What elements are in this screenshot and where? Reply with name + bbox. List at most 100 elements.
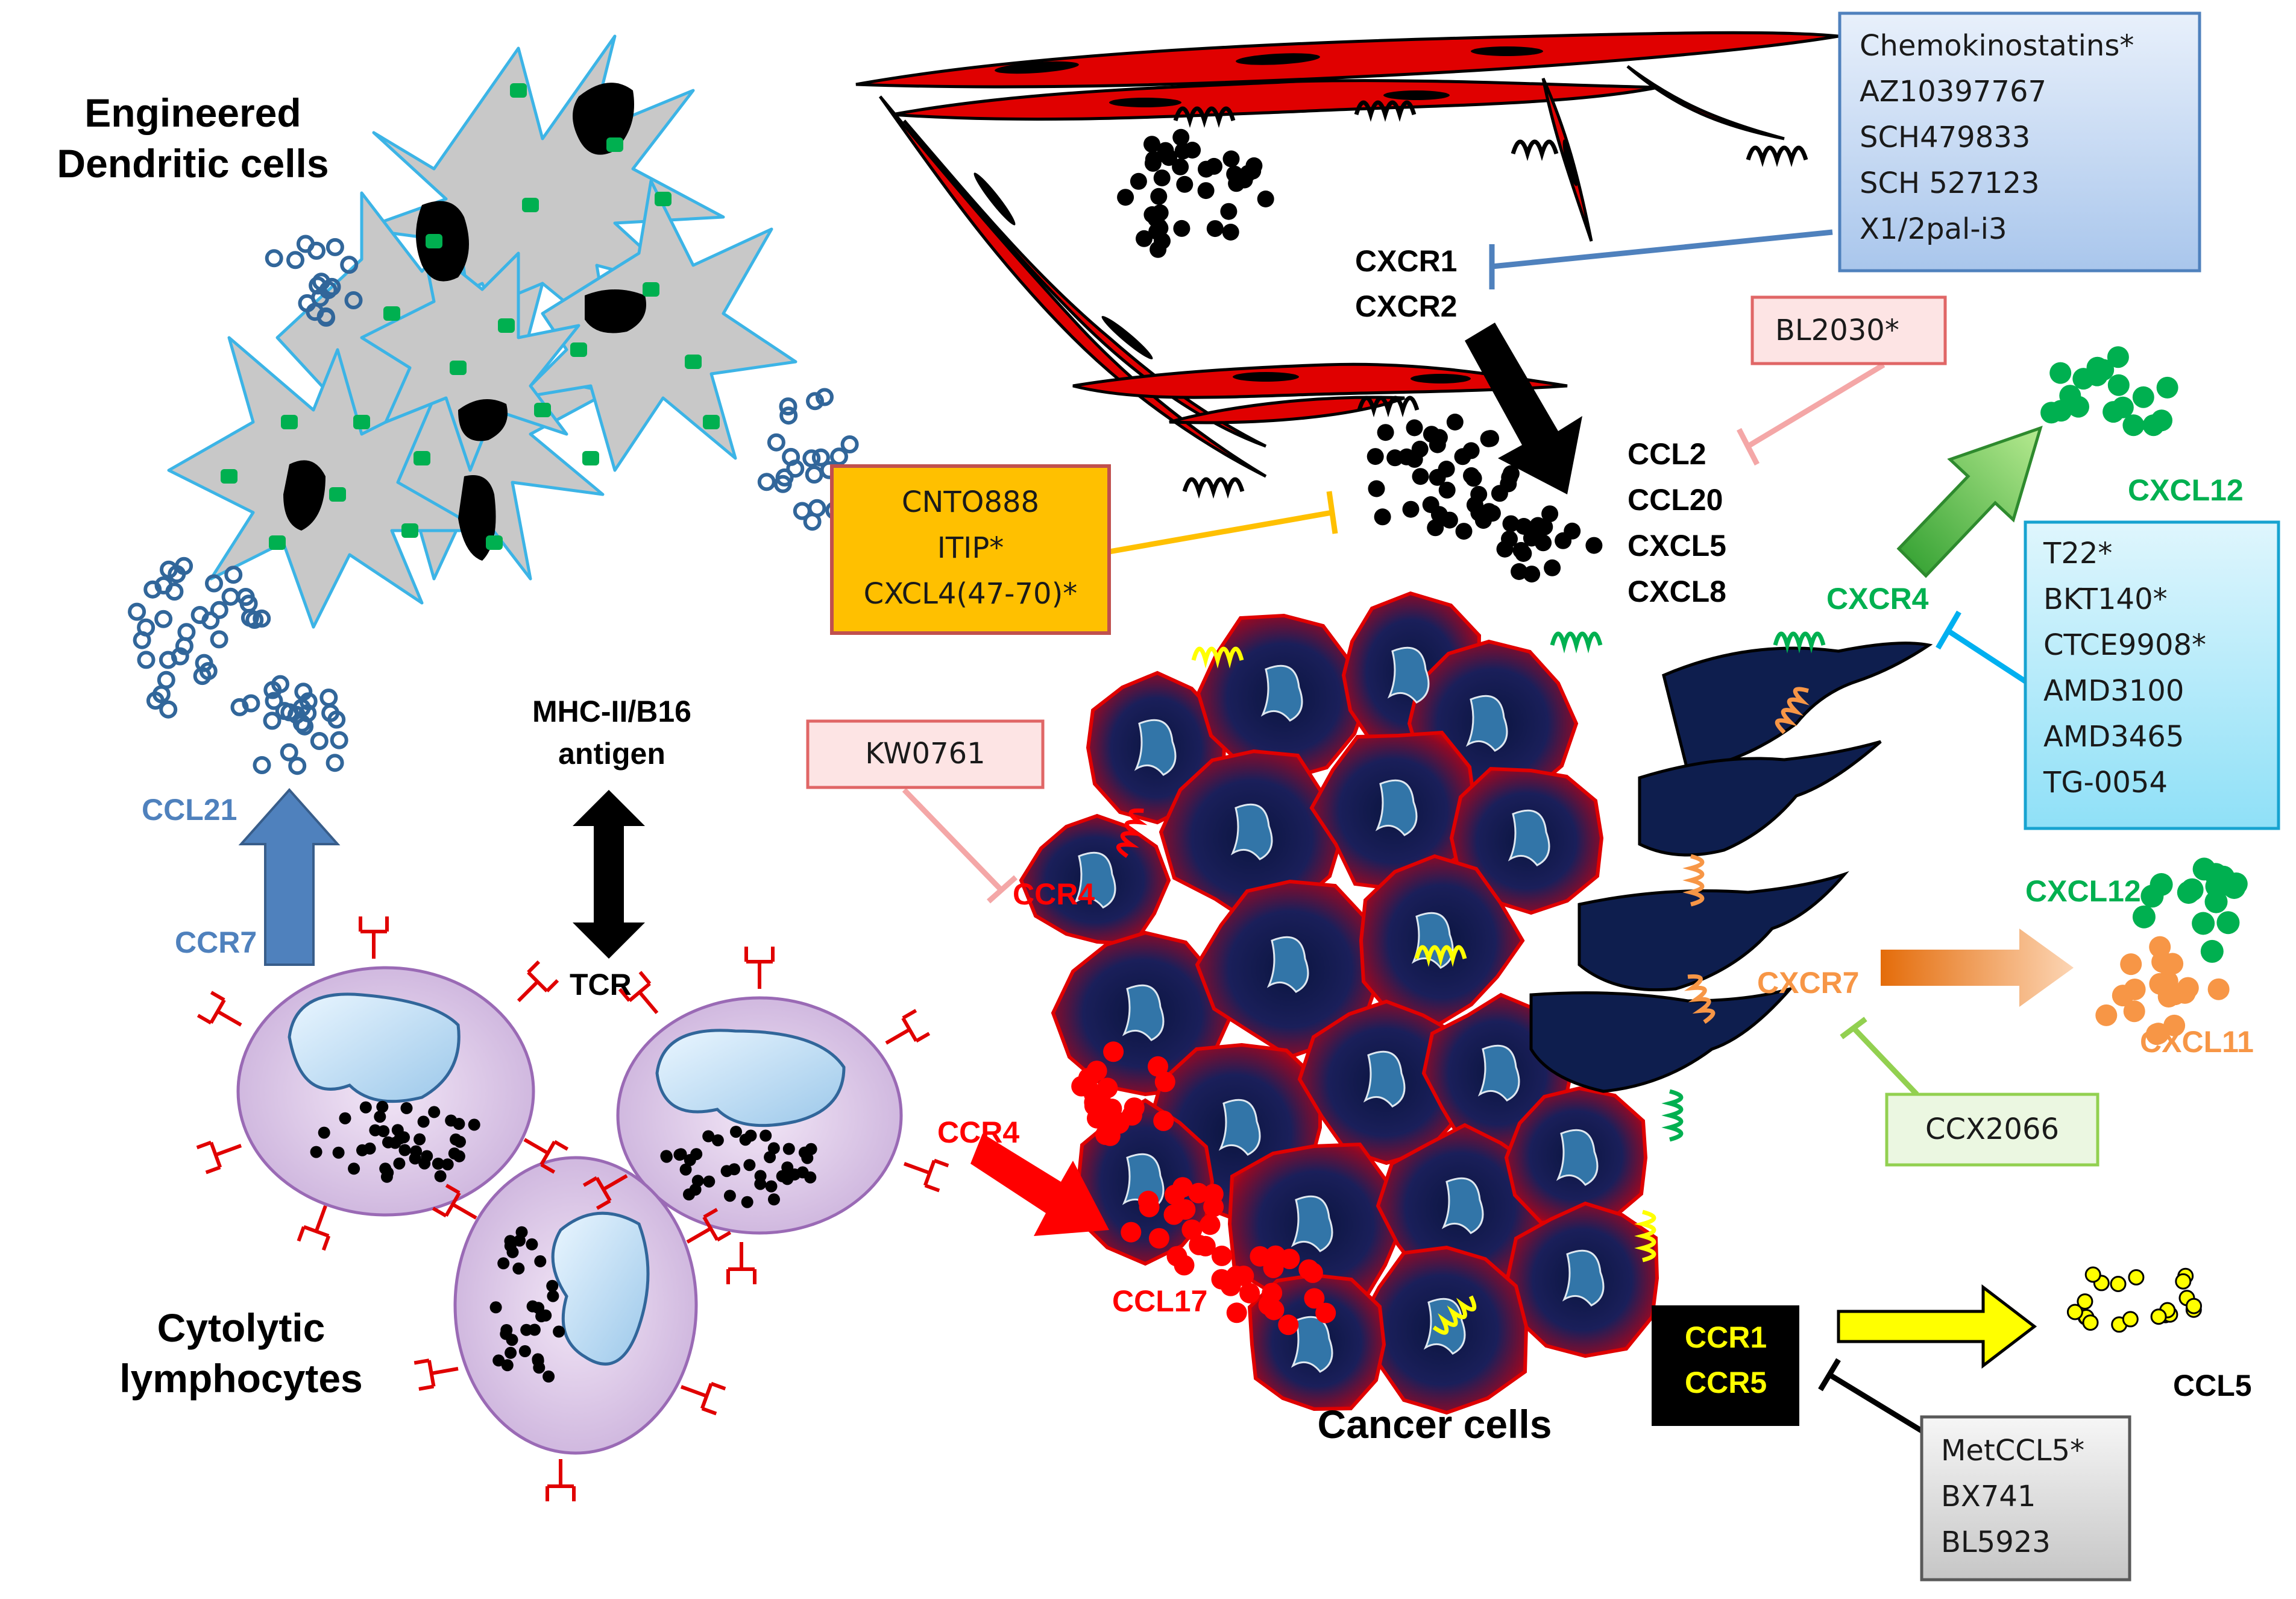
cxcl11-dot — [2123, 1000, 2145, 1023]
ccl17-dot — [1095, 1124, 1116, 1145]
granule — [505, 1346, 517, 1359]
cxcl11-dot — [2174, 982, 2196, 1004]
ccl17-dot — [1181, 1219, 1203, 1240]
black-chemokine — [1427, 519, 1444, 537]
granule — [788, 1168, 801, 1181]
ccl17-dot — [1200, 1214, 1221, 1235]
lymph-receptor — [885, 1009, 931, 1045]
black-chemokine — [1398, 448, 1415, 465]
dc-receptor — [570, 342, 587, 357]
lymph-receptor — [903, 1158, 949, 1193]
cancer-receptor — [1634, 1210, 1656, 1263]
ccl21-ring — [157, 670, 175, 689]
granule — [776, 1170, 788, 1182]
dc-receptor — [450, 361, 467, 375]
dc-receptor — [269, 535, 286, 550]
ccl21-ring — [265, 692, 283, 710]
ccl5-chemokines — [2066, 1266, 2202, 1333]
ccl21-ring — [319, 689, 338, 707]
granule — [492, 1354, 505, 1367]
ccl17-dot — [1124, 1097, 1145, 1118]
cxcr12-inhibitor-box — [1838, 11, 2201, 273]
granule — [730, 1126, 742, 1138]
black-chemokine — [1455, 523, 1473, 540]
cxcl12-dot — [2224, 872, 2248, 895]
dc-receptor — [643, 282, 659, 297]
lymphocytes-label-line2: lymphocytes — [119, 1356, 363, 1401]
dc-receptor — [703, 415, 720, 429]
cxcl12-dot — [2040, 402, 2063, 424]
black-chemokine — [1368, 480, 1385, 497]
granule — [410, 1145, 423, 1158]
granule — [359, 1101, 372, 1114]
cxcl12-dot — [2132, 386, 2154, 408]
cxcl12-dot — [2112, 396, 2134, 418]
cxcl12-dot — [2204, 863, 2227, 886]
granule — [318, 1126, 330, 1139]
granule — [532, 1354, 544, 1367]
black-chemokine — [1150, 188, 1168, 205]
black-chemokine — [1501, 530, 1518, 547]
granule — [377, 1125, 390, 1138]
black-chemokine-cluster-top — [1117, 128, 1274, 258]
black-chemokine — [1515, 545, 1532, 562]
ccr4-arrow — [970, 1134, 1109, 1236]
ccl17-dot — [1258, 1295, 1279, 1316]
black-chemokine — [1245, 157, 1263, 174]
ccl21-ring — [296, 235, 315, 253]
granule — [380, 1170, 393, 1183]
lymphocytes-label-line1: Cytolytic — [157, 1305, 326, 1350]
cxcl12-top-label: CXCL12 — [2128, 473, 2244, 507]
cxcl12-dot — [2132, 905, 2156, 929]
cancer-receptor — [1684, 974, 1716, 1024]
ccx2066-box — [1885, 1093, 2099, 1167]
ccr5-label: CCR5 — [1685, 1366, 1767, 1399]
ccl21-label: CCL21 — [142, 793, 237, 827]
lymph-receptor — [582, 1174, 628, 1210]
inhibitor-cnto888: CNTO888 — [901, 485, 1040, 519]
ccl21-ring — [779, 397, 797, 416]
cxcl12-dot — [2059, 385, 2081, 407]
black-chemokine — [1117, 189, 1134, 206]
dc-receptor — [522, 198, 539, 212]
inhibitor-kw0761: KW0761 — [865, 737, 986, 771]
dendritic-cells-label-line2: Dendritic cells — [57, 141, 329, 186]
dendritic-cells — [167, 34, 797, 629]
mhc-antigen-label-line1: MHC-II/B16 — [532, 695, 691, 728]
lymphocytes-label: Cytolytic lymphocytes — [84, 1302, 398, 1404]
kw0761-list: KW0761 — [808, 731, 1043, 777]
cxcl11-dot — [2162, 953, 2184, 975]
granule — [389, 1137, 401, 1149]
ccl21-ring — [330, 731, 348, 749]
ccl17-dot — [1148, 1228, 1169, 1249]
ccl21-ring — [205, 574, 223, 593]
cxcl12-dot — [2150, 873, 2173, 896]
lymph-receptor — [618, 971, 659, 1014]
black-chemokine — [1541, 505, 1559, 523]
cxcl5-label: CXCL5 — [1628, 529, 1726, 563]
ccr5-inhibitor-list: MetCCL5* BX741 BL5923 — [1941, 1428, 2084, 1565]
cxcl12-dot — [2200, 939, 2224, 963]
granule — [398, 1144, 411, 1156]
cxcl11-dot — [2120, 953, 2142, 976]
granule — [553, 1325, 565, 1338]
ccl17-dot — [1304, 1288, 1325, 1309]
ccl21-ring — [816, 388, 834, 406]
cancer-nucleus — [1562, 1249, 1605, 1307]
ccl5-dot — [2110, 1276, 2127, 1292]
cxcl12-chemokines — [2040, 346, 2248, 963]
dc-receptor — [383, 306, 400, 321]
granule — [805, 1143, 817, 1155]
cxcl12-right-label: CXCL12 — [2025, 874, 2141, 908]
fibroblast-nuclei — [973, 46, 1578, 383]
cxcl11-dot — [2112, 985, 2134, 1007]
ccr5-arrow — [1837, 1284, 2037, 1369]
dc-receptor — [534, 403, 551, 417]
granule — [804, 1171, 817, 1184]
granule — [468, 1118, 480, 1131]
granule — [765, 1180, 778, 1193]
dc-receptor — [510, 83, 527, 98]
dc-receptor — [582, 451, 599, 465]
cxcr4-inhibitor-list: T22* BKT140* CTCE9908* AMD3100 AMD3465 T… — [2043, 531, 2206, 806]
ccl21-ring — [253, 756, 271, 774]
